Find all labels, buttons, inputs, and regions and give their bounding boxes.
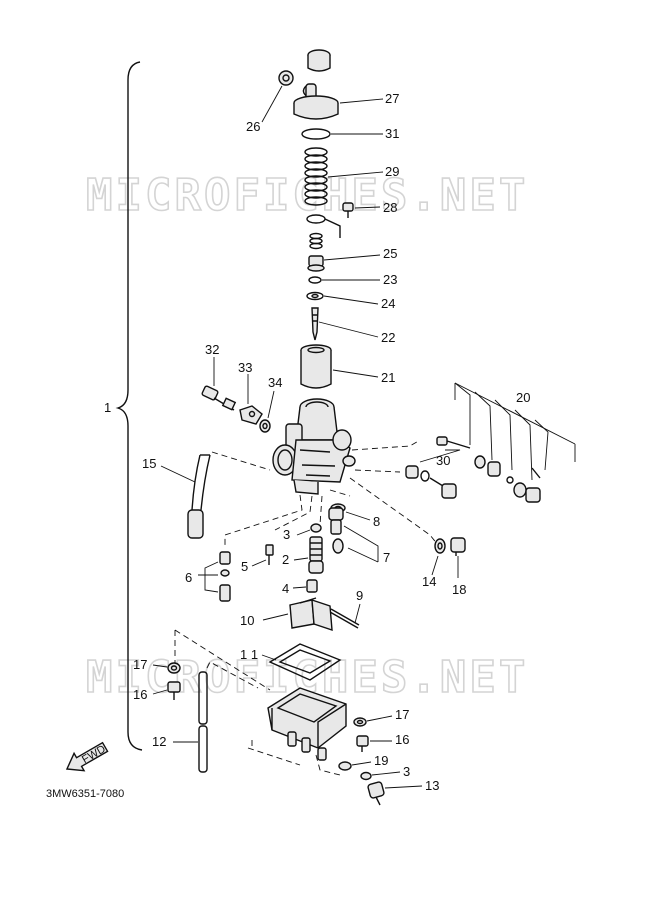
callout-31: 31 bbox=[385, 126, 399, 141]
callout-5: 5 bbox=[241, 559, 248, 574]
part-34-washer bbox=[259, 419, 271, 433]
part-11-float-gasket bbox=[268, 643, 342, 681]
callout-10: 10 bbox=[240, 613, 254, 628]
callout-32: 32 bbox=[205, 342, 219, 357]
part-32-starter-plunger bbox=[201, 385, 237, 411]
part-24-washer bbox=[306, 291, 324, 301]
callout-29: 29 bbox=[385, 164, 399, 179]
callout-23: 23 bbox=[383, 272, 397, 287]
part-20-pilot-screw-set bbox=[436, 436, 541, 503]
part-30-idle-screw bbox=[405, 465, 457, 499]
guide-6 bbox=[224, 494, 303, 545]
part-23-clip bbox=[308, 276, 322, 284]
guide-8 bbox=[329, 489, 351, 497]
part-6-starter-jet-set bbox=[219, 551, 231, 602]
part-9-float-pin bbox=[329, 608, 360, 629]
part-27-mixing-chamber-top bbox=[293, 83, 339, 120]
guide-14 bbox=[349, 477, 439, 546]
callout-6: 6 bbox=[185, 570, 192, 585]
callout-9: 9 bbox=[356, 588, 363, 603]
callout-17-right: 17 bbox=[395, 707, 409, 722]
group-20-guides bbox=[454, 382, 549, 481]
callout-25: 25 bbox=[383, 246, 397, 261]
callout-33: 33 bbox=[238, 360, 252, 375]
part-18-drain-bolt bbox=[450, 537, 466, 556]
part-16-screw-left bbox=[167, 681, 181, 700]
part-3-oring-lower bbox=[360, 771, 372, 781]
callout-15: 15 bbox=[142, 456, 156, 471]
callout-8: 8 bbox=[373, 514, 380, 529]
callout-13: 13 bbox=[425, 778, 439, 793]
diagram-code: 3MW6351-7080 bbox=[46, 788, 124, 800]
part-4-main-jet bbox=[306, 579, 318, 593]
part-19-oring bbox=[338, 761, 352, 771]
callout-7: 7 bbox=[383, 550, 390, 565]
callout-14: 14 bbox=[422, 574, 436, 589]
guide-19 bbox=[315, 754, 341, 776]
callout-24: 24 bbox=[381, 296, 395, 311]
part-22-jet-needle bbox=[311, 307, 319, 341]
group-30-bracket bbox=[419, 449, 461, 463]
guide-12 bbox=[206, 661, 259, 689]
part-small-spring bbox=[309, 232, 323, 250]
part-cap-top bbox=[307, 49, 331, 72]
part-28-screw-plate bbox=[306, 202, 354, 238]
fwd-label: FWD bbox=[80, 743, 108, 766]
callout-3-upper: 3 bbox=[283, 527, 290, 542]
callout-34: 34 bbox=[268, 375, 282, 390]
guide-15 bbox=[211, 451, 271, 471]
callout-19: 19 bbox=[374, 753, 388, 768]
part-26-nut bbox=[278, 70, 294, 86]
part-33-bracket bbox=[239, 405, 263, 425]
part-21-throttle-valve bbox=[300, 344, 332, 389]
callout-21: 21 bbox=[381, 370, 395, 385]
callout-28: 28 bbox=[383, 200, 397, 215]
callout-22: 22 bbox=[381, 330, 395, 345]
part-float-chamber bbox=[267, 687, 347, 761]
part-3-oring bbox=[310, 523, 322, 533]
part-25-needle-holder bbox=[307, 255, 325, 272]
callout-3-lower: 3 bbox=[403, 764, 410, 779]
guide-3 bbox=[319, 495, 323, 526]
part-17-washer-left bbox=[167, 662, 181, 674]
part-14-washer bbox=[434, 538, 446, 554]
group-brace bbox=[115, 61, 143, 751]
callout-16-right: 16 bbox=[395, 732, 409, 747]
callout-20: 20 bbox=[516, 390, 530, 405]
part-13-drain-plug bbox=[367, 781, 385, 806]
guide-chamber bbox=[247, 740, 301, 766]
part-17-washer-right bbox=[353, 717, 367, 727]
guide-20 bbox=[351, 439, 421, 451]
part-2-needle-jet bbox=[308, 536, 324, 574]
group-20-box bbox=[454, 382, 576, 462]
callout-16-left: 16 bbox=[133, 687, 147, 702]
callout-11: 1 1 bbox=[240, 647, 258, 662]
callout-30: 30 bbox=[436, 453, 450, 468]
part-15-fuel-hose bbox=[187, 454, 211, 539]
guide-30 bbox=[354, 469, 401, 473]
part-12-drain-hose bbox=[198, 671, 208, 773]
fwd-arrow-icon: FWD bbox=[65, 741, 109, 772]
part-7-pilot-jet bbox=[328, 507, 344, 554]
callout-17-left: 17 bbox=[133, 657, 147, 672]
callout-4: 4 bbox=[282, 581, 289, 596]
part-16-screw-right bbox=[356, 735, 369, 752]
part-carburetor-body bbox=[272, 398, 356, 495]
guide-17-left bbox=[174, 629, 271, 691]
callout-27: 27 bbox=[385, 91, 399, 106]
part-5-screw bbox=[265, 544, 274, 565]
callout-2: 2 bbox=[282, 552, 289, 567]
callout-12: 12 bbox=[152, 734, 166, 749]
part-10-float bbox=[289, 597, 333, 631]
guide-5 bbox=[274, 495, 313, 531]
part-29-spring bbox=[304, 147, 328, 206]
part-31-oring bbox=[301, 128, 331, 140]
group-label: 1 bbox=[104, 400, 111, 415]
callout-26: 26 bbox=[246, 119, 260, 134]
callout-18: 18 bbox=[452, 582, 466, 597]
